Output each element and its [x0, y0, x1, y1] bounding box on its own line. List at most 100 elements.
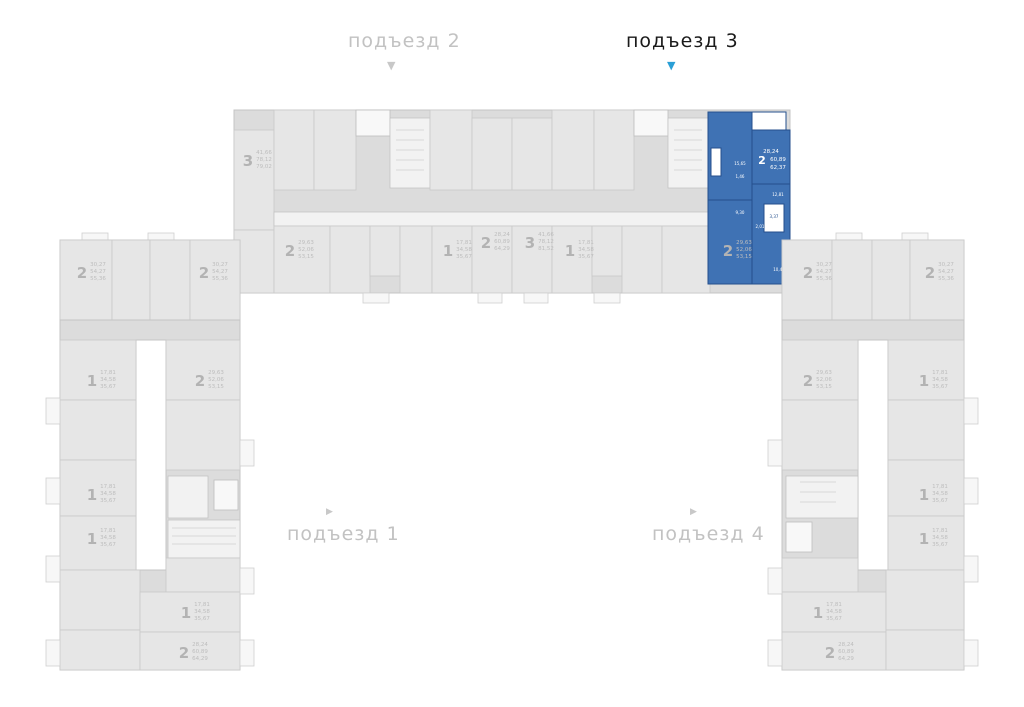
room	[139, 591, 241, 633]
apartment-total: 35,67	[100, 498, 116, 504]
room	[471, 117, 513, 191]
room	[313, 109, 357, 191]
selected-room-living[interactable]	[751, 129, 791, 185]
apartment-living: 17,81	[578, 240, 594, 246]
room	[233, 129, 275, 231]
selected-balcony	[751, 111, 787, 131]
balcony	[45, 639, 61, 667]
room	[111, 239, 151, 321]
entrance-2-label[interactable]: подъезд 2	[348, 30, 461, 52]
apartment-area: 34,58	[194, 609, 210, 615]
apartment-rooms: 1	[919, 530, 929, 548]
selected-apartment[interactable]: 28,24 2 60,89 62,37 15,65 12,81 9,30 10,…	[707, 111, 791, 285]
entrance-3-label[interactable]: подъезд 3	[626, 30, 739, 52]
apartment-area: 52,06	[298, 247, 314, 253]
apartment-area: 34,58	[100, 535, 116, 541]
room	[59, 339, 137, 401]
apartment-area: 34,58	[100, 377, 116, 383]
entrance-4-label[interactable]: подъезд 4	[652, 523, 765, 545]
apartment-rooms: 1	[813, 604, 823, 622]
balcony	[362, 292, 390, 304]
apartment-rooms: 2	[723, 242, 733, 260]
apartment-living: 17,81	[100, 528, 116, 534]
apartment-area: 34,58	[932, 377, 948, 383]
apartment-rooms: 3	[525, 234, 535, 252]
selected-kitchen-unit	[710, 147, 722, 177]
apartment-living: 17,81	[826, 602, 842, 608]
room	[887, 515, 965, 571]
room	[399, 225, 433, 294]
apartment-area: 78,12	[256, 157, 272, 163]
apartment-rooms: 1	[181, 604, 191, 622]
balcony	[767, 639, 783, 667]
apartment-living: 17,81	[932, 370, 948, 376]
elevator-shaft	[633, 109, 669, 137]
room	[59, 569, 141, 631]
apartment-rooms: 2	[195, 372, 205, 390]
apartment-rooms: 3	[243, 152, 253, 170]
apartment-living: 29,63	[208, 370, 224, 376]
apartment-area: 34,58	[826, 609, 842, 615]
apartment-living: 28,24	[494, 232, 510, 238]
apartment-area: 54,27	[90, 269, 106, 275]
room	[273, 109, 315, 191]
room	[273, 225, 331, 294]
apartment-area: 34,58	[932, 491, 948, 497]
room	[59, 515, 137, 571]
room	[885, 629, 965, 671]
apartment-area: 54,27	[212, 269, 228, 275]
elevator-shaft	[785, 521, 813, 553]
apartment-living: 30,27	[90, 262, 106, 268]
selected-room-hall[interactable]	[707, 199, 753, 285]
apartment-area: 60,89	[838, 649, 854, 655]
room	[661, 225, 711, 294]
apartment-area: 54,27	[938, 269, 954, 275]
apartment-total: 55,36	[212, 276, 228, 282]
balcony	[239, 639, 255, 667]
apartment-total: 64,29	[838, 656, 854, 662]
apartment-total: 79,02	[256, 164, 272, 170]
apartment-total: 53,15	[816, 384, 832, 390]
apartment-area: 54,27	[816, 269, 832, 275]
room	[621, 225, 663, 294]
apartment-rooms: 2	[803, 372, 813, 390]
apartment-total: 55,36	[816, 276, 832, 282]
apartment-living: 17,81	[932, 484, 948, 490]
room	[471, 225, 513, 294]
apartment-rooms: 2	[179, 644, 189, 662]
selected-room-area: 15,65	[734, 161, 746, 166]
balcony	[963, 397, 979, 425]
entrance-1-label[interactable]: подъезд 1	[287, 523, 400, 545]
apartment-total: 35,67	[100, 542, 116, 548]
apartment-rooms: 2	[199, 264, 209, 282]
apartment-area: 78,12	[538, 239, 554, 245]
room	[781, 339, 859, 401]
balcony	[963, 555, 979, 583]
room	[149, 239, 191, 321]
apartment-total: 35,67	[578, 254, 594, 260]
